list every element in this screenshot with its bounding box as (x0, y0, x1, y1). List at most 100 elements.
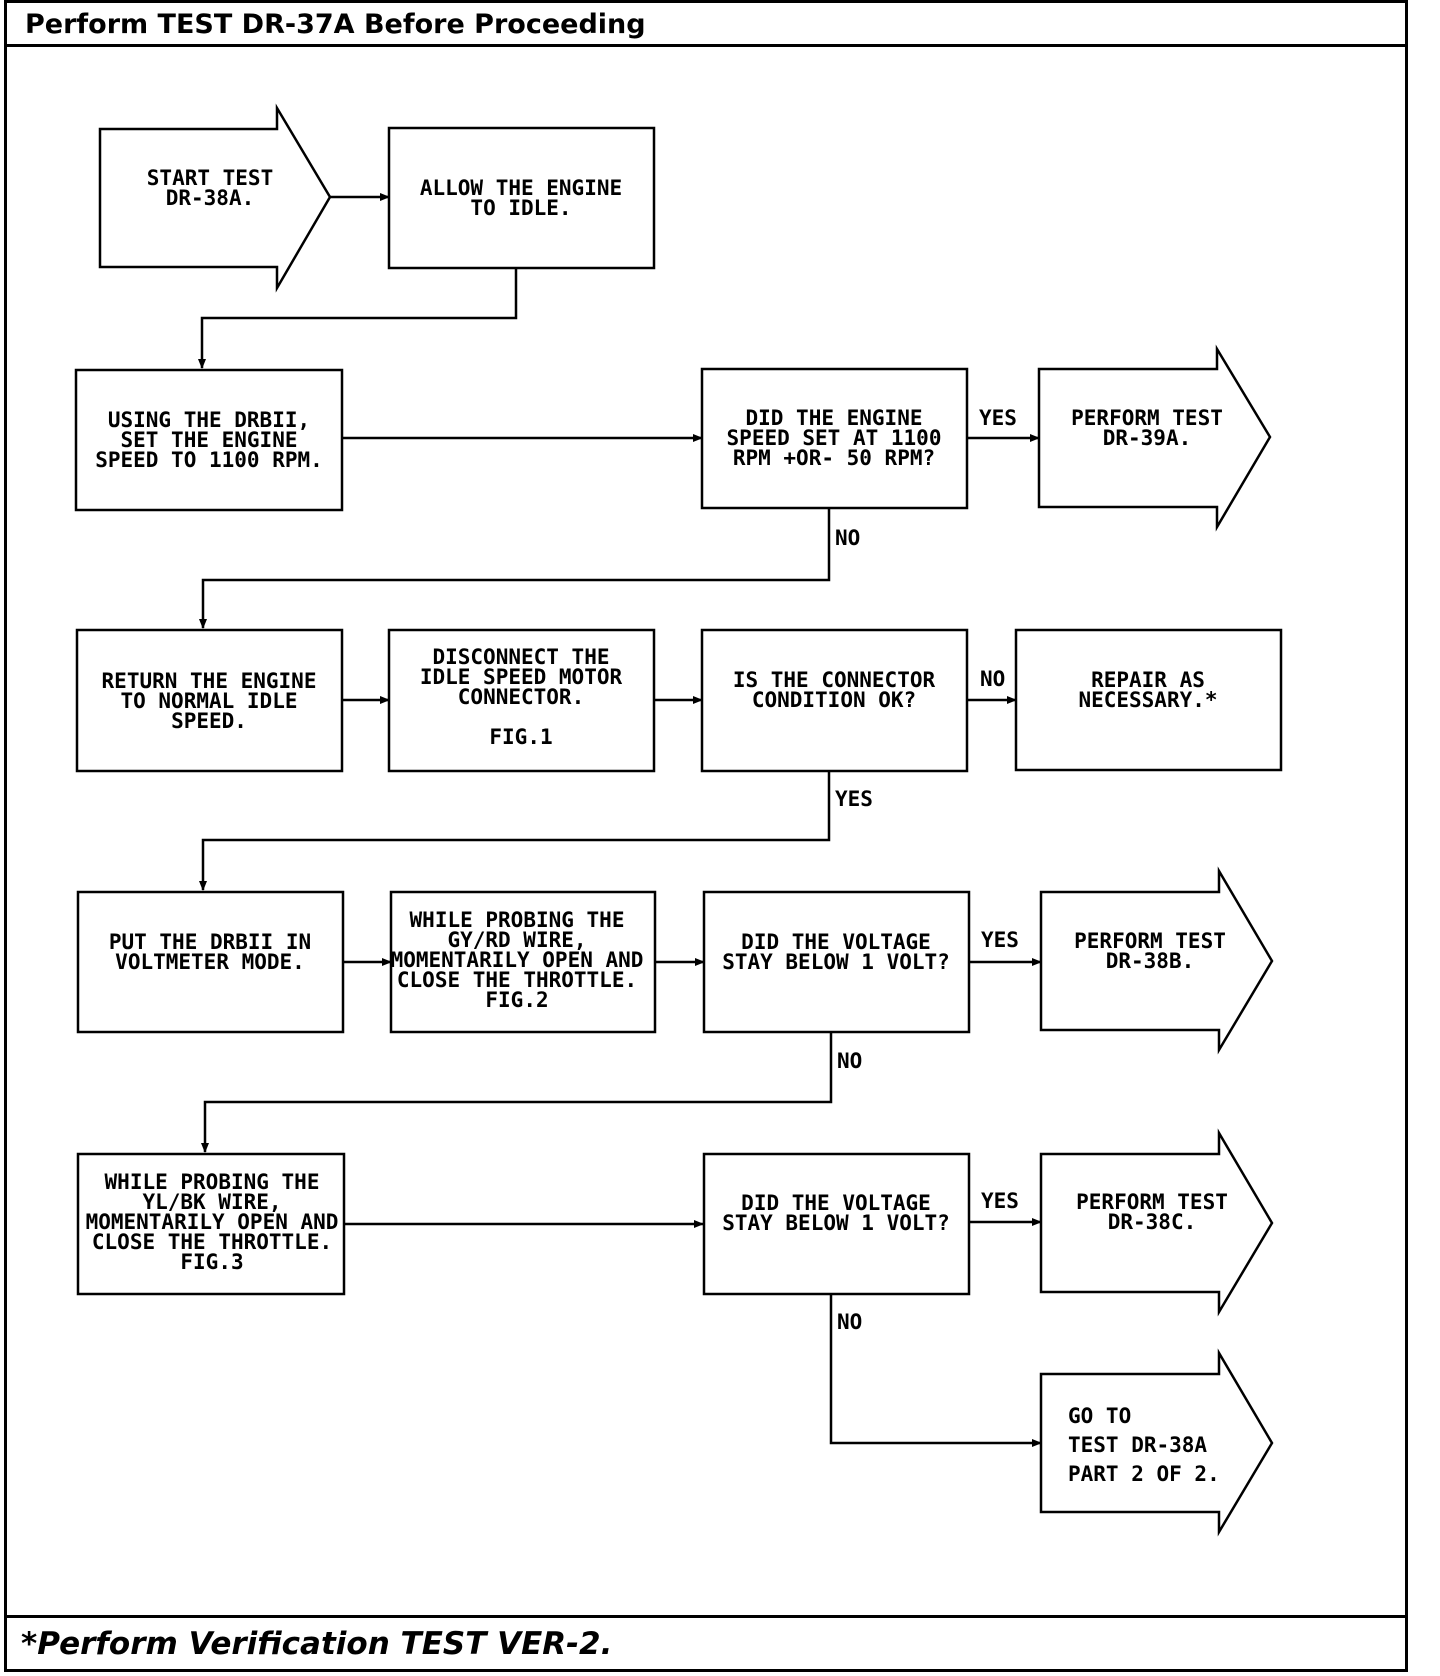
node-text-line: PUT THE DRBII IN (109, 930, 311, 954)
node-text-line: CLOSE THE THROTTLE. (397, 968, 637, 992)
node-text-line: DR-38B. (1106, 949, 1195, 973)
node-text-line: FIG.3 (180, 1250, 243, 1274)
node-text-line: DID THE VOLTAGE (741, 1191, 931, 1215)
node-text-line: WHILE PROBING THE (105, 1170, 320, 1194)
connector-qrpm-no (199, 508, 831, 629)
node-text-line: IS THE CONNECTOR (733, 668, 936, 692)
header-bar: Perform TEST DR-37A Before Proceeding (7, 3, 1405, 47)
node-text-line: VOLTMETER MODE. (115, 950, 305, 974)
node-text-line: DR-38C. (1108, 1210, 1197, 1234)
node-text-line: DID THE ENGINE (745, 406, 922, 430)
diagram-frame: Perform TEST DR-37A Before Proceeding *P… (4, 0, 1408, 1672)
node-text-line: STAY BELOW 1 VOLT? (722, 1211, 950, 1235)
node-text-line: GY/RD WIRE, (447, 928, 586, 952)
node-text-line: MOMENTARILY OPEN AND (391, 948, 644, 972)
node-text-line: PERFORM TEST (1074, 929, 1226, 953)
label-connector-yes: YES (835, 787, 873, 811)
node-text-line: CONDITION OK? (752, 688, 916, 712)
page-title: Perform TEST DR-37A Before Proceeding (25, 9, 646, 40)
node-text-line: USING THE DRBII, (108, 408, 310, 432)
node-text-line: PERFORM TEST (1076, 1190, 1228, 1214)
node-text-line: CLOSE THE THROTTLE. (92, 1230, 332, 1254)
node-text-line: MOMENTARILY OPEN AND (86, 1210, 339, 1234)
node-text-line: PERFORM TEST (1071, 406, 1223, 430)
node-text-line: SPEED SET AT 1100 (727, 426, 942, 450)
node-text-line: ALLOW THE ENGINE (420, 176, 622, 200)
connectors (198, 193, 1042, 1447)
node-text-line: GO TO (1068, 1404, 1131, 1428)
node-text-line: DR-38A. (166, 186, 255, 210)
label-rpm-yes: YES (979, 406, 1017, 430)
node-text-line: STAY BELOW 1 VOLT? (722, 950, 950, 974)
label-volt1-no: NO (837, 1049, 862, 1073)
node-text-line: START TEST (147, 166, 273, 190)
node-text-line: CONNECTOR. (458, 685, 584, 709)
node-text-line: IDLE SPEED MOTOR (420, 665, 623, 689)
node-text-line: WHILE PROBING THE (410, 908, 625, 932)
node-text-line: RPM +OR- 50 RPM? (733, 446, 935, 470)
node-text-line: DR-39A. (1103, 426, 1192, 450)
footer-note: *Perform Verification TEST VER-2. (21, 1626, 613, 1662)
node-text-line: SET THE ENGINE (120, 428, 297, 452)
node-text-line: TO IDLE. (470, 196, 571, 220)
node-text: GO TO TEST DR-38A PART 2 OF 2. (1068, 1404, 1220, 1486)
connector-idle-setrpm (198, 268, 518, 369)
label-volt1-yes: YES (981, 928, 1019, 952)
node-text-line: REPAIR AS (1091, 668, 1205, 692)
node-text-line: FIG.1 (489, 725, 552, 749)
label-connector-no: NO (980, 667, 1005, 691)
connector-qvolt2-no (829, 1294, 1042, 1447)
edge-labels: YES NO NO YES YES NO YES NO (835, 406, 1019, 1334)
label-volt2-no: NO (837, 1310, 862, 1334)
node-text-line: TO NORMAL IDLE (120, 689, 297, 713)
node-text-line: TEST DR-38A (1068, 1433, 1207, 1457)
node-text-line: SPEED. (171, 709, 247, 733)
node-text-line: RETURN THE ENGINE (102, 669, 317, 693)
node-text-line: NECESSARY.* (1078, 688, 1217, 712)
node-text-line: DID THE VOLTAGE (741, 930, 931, 954)
footer-bar: *Perform Verification TEST VER-2. (7, 1615, 1405, 1669)
label-volt2-yes: YES (981, 1189, 1019, 1213)
node-text-line: PART 2 OF 2. (1068, 1462, 1220, 1486)
node-text-line: DISCONNECT THE (432, 645, 609, 669)
node-text-line: SPEED TO 1100 RPM. (95, 448, 323, 472)
node-text-line: FIG.2 (485, 988, 548, 1012)
connector-qconn-yes (199, 771, 831, 891)
label-rpm-no: NO (835, 526, 860, 550)
connector-qvolt1-no (201, 1032, 833, 1153)
node-text-line: YL/BK WIRE, (142, 1190, 281, 1214)
